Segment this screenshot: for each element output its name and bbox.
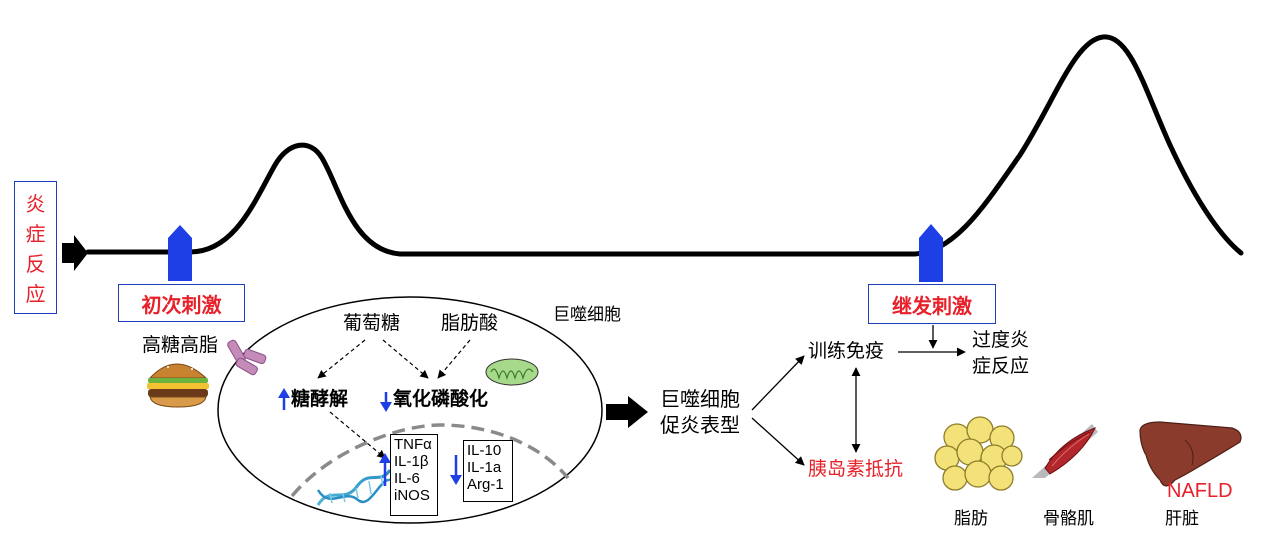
liver-label: 肝脏 <box>1165 509 1199 529</box>
inflammation-curve <box>85 34 1244 257</box>
fatty-acid-label: 脂肪酸 <box>441 312 499 334</box>
mitochondrion-icon <box>485 358 539 386</box>
diet-label: 高糖高脂 <box>142 334 219 356</box>
cytokine-item: IL-6 <box>394 470 420 487</box>
excess-inflammation-line1: 过度炎 <box>972 329 1030 351</box>
insulin-resistance-label: 胰岛素抵抗 <box>808 458 904 480</box>
cytokine-item: IL-1β <box>394 453 429 470</box>
burger-icon <box>147 361 209 408</box>
macrophage-cell <box>217 296 603 524</box>
excess-inflammation-line2: 症反应 <box>972 355 1030 377</box>
phenotype-line2: 促炎表型 <box>660 413 740 437</box>
glycolysis-label: 糖酵解 <box>291 388 349 410</box>
muscle-icon <box>1032 424 1098 478</box>
phenotype-line1: 巨噬细胞 <box>660 387 740 411</box>
cytokine-item: iNOS <box>394 487 430 504</box>
primary-stimulus-marker <box>168 225 192 281</box>
muscle-label: 骨骼肌 <box>1043 509 1094 529</box>
phenotype-arrow <box>606 396 648 428</box>
primary-stimulus-box: 初次刺激 <box>118 284 245 322</box>
glucose-label: 葡萄糖 <box>343 312 401 334</box>
metabolic-arrows <box>317 339 471 459</box>
downregulated-cytokines: IL-10 IL-1a Arg-1 <box>463 440 513 502</box>
liver-icon <box>1139 421 1242 487</box>
adipose-icon <box>934 416 1023 491</box>
nucleus-membrane <box>290 423 570 498</box>
cytokine-item: Arg-1 <box>467 476 504 493</box>
receptor-icon <box>227 339 267 376</box>
trained-immunity-label: 训练免疫 <box>808 340 885 362</box>
response-char-1: 炎 <box>25 192 46 217</box>
nafld-label: NAFLD <box>1167 480 1233 502</box>
cytokine-item: TNFα <box>394 436 432 453</box>
branch-arrows <box>751 325 966 466</box>
response-char-4: 应 <box>25 281 46 306</box>
response-entry-arrow <box>62 235 88 271</box>
regulation-arrows <box>278 388 462 486</box>
cytokine-item: IL-10 <box>467 442 502 459</box>
dna-icon <box>316 469 392 506</box>
cytokine-item: IL-1a <box>467 459 502 476</box>
primary-stimulus-label: 初次刺激 <box>141 292 222 317</box>
macrophage-label: 巨噬细胞 <box>553 305 621 325</box>
secondary-stimulus-box: 继发刺激 <box>868 284 996 324</box>
oxphos-label: 氧化磷酸化 <box>393 388 489 410</box>
response-char-3: 反 <box>25 251 46 276</box>
adipose-label: 脂肪 <box>954 509 988 529</box>
secondary-stimulus-marker <box>919 224 943 282</box>
inflammation-response-label: 炎 症 反 应 <box>14 181 57 314</box>
secondary-stimulus-label: 继发刺激 <box>892 293 972 318</box>
response-char-2: 症 <box>25 222 46 247</box>
upregulated-cytokines: TNFα IL-1β IL-6 iNOS <box>390 434 438 516</box>
